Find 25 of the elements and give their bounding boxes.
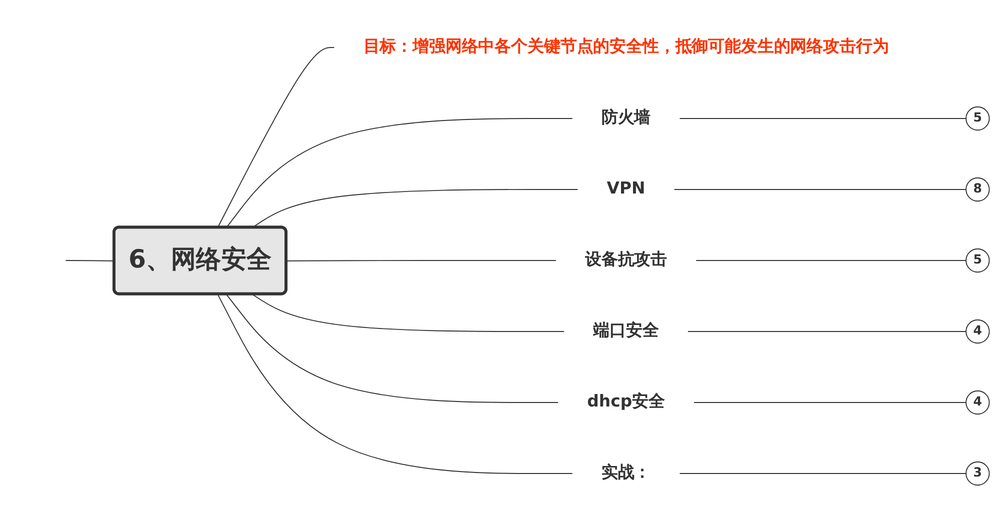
connector [286, 260, 556, 262]
connector [696, 260, 967, 261]
node-text: dhcp安全 [587, 392, 665, 412]
node-text: 目标：增强网络中各个关键节点的安全性，抵御可能发生的网络攻击行为 [363, 37, 889, 56]
node-text: 端口安全 [593, 321, 659, 340]
connector [687, 331, 967, 332]
connector [679, 118, 967, 119]
node-circle: 5 [966, 248, 990, 273]
connector [679, 473, 967, 474]
connector [674, 189, 967, 190]
node-circle: 3 [966, 461, 990, 486]
node-text: 设备抗攻击 [584, 250, 668, 270]
node-text: VPN [606, 179, 646, 198]
connector [693, 402, 967, 403]
connector [226, 118, 573, 228]
node-text: 实战： [601, 463, 651, 482]
node-text: 防火墙 [601, 108, 651, 128]
connector [252, 294, 565, 332]
connector [217, 294, 573, 474]
node-circle: 8 [966, 177, 990, 202]
node-circle: 4 [966, 390, 990, 415]
node-circle: 4 [966, 319, 990, 344]
connector [226, 294, 559, 403]
node-circle: 5 [966, 106, 990, 131]
connector [217, 47, 335, 228]
